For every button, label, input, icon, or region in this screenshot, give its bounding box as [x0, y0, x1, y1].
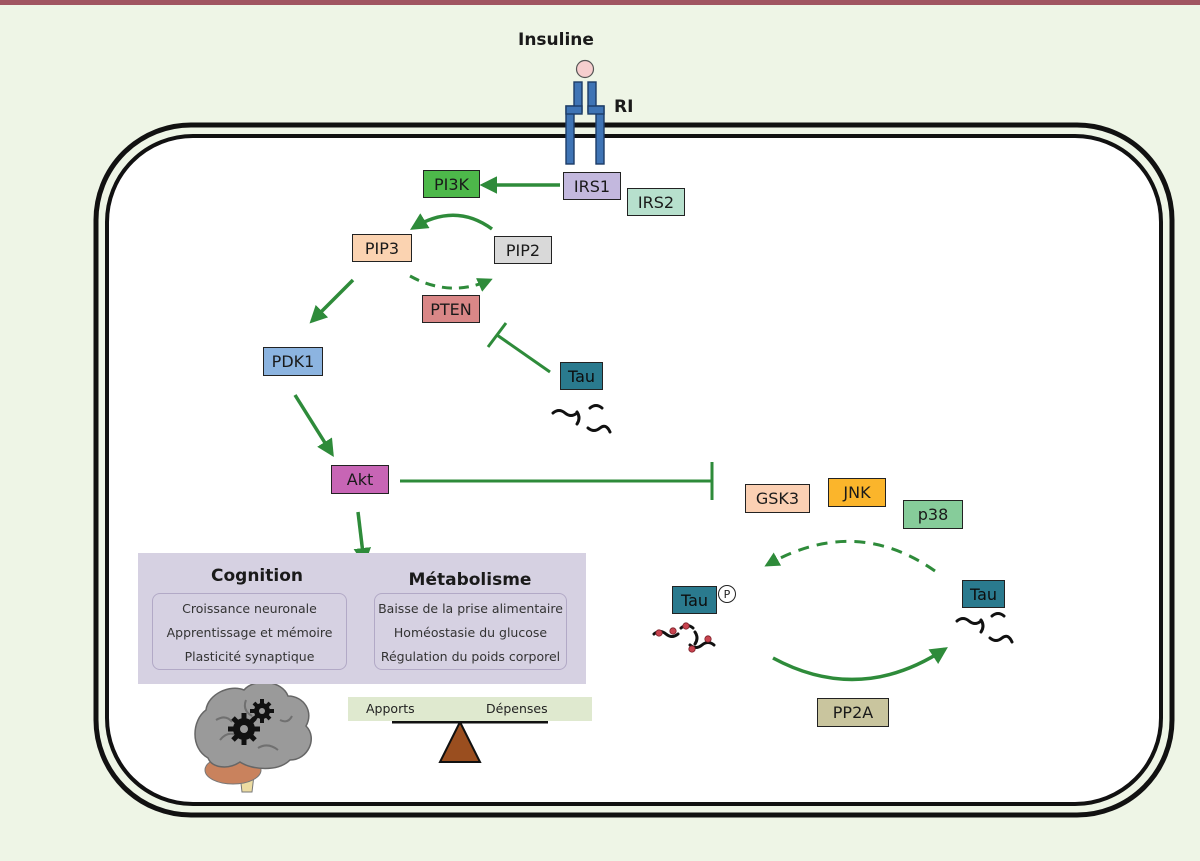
- balance-bar: Apports Dépenses: [348, 697, 592, 721]
- node-pip2: PIP2: [494, 236, 552, 264]
- balance-right-label: Dépenses: [486, 701, 548, 716]
- top-border: [0, 0, 1200, 5]
- cognition-title: Cognition: [211, 566, 303, 586]
- list-item: Croissance neuronale: [182, 601, 317, 616]
- node-akt: Akt: [331, 465, 389, 494]
- node-irs1: IRS1: [563, 172, 621, 200]
- node-pp2a: PP2A: [817, 698, 889, 727]
- node-pdk1: PDK1: [263, 347, 323, 376]
- arrow-pip2-pip3: [410, 213, 494, 231]
- cell-membrane-outer: [93, 122, 1175, 818]
- tau-filaments-right: [955, 612, 1014, 644]
- list-item: Baisse de la prise alimentaire: [378, 601, 563, 616]
- insulin-molecule: [575, 59, 595, 79]
- list-item: Apprentissage et mémoire: [166, 625, 333, 640]
- arrow-kinases-phosphorylate-tau: [764, 540, 936, 573]
- arrow-pip3-pdk1: [309, 278, 355, 324]
- insulin-receptor: [565, 81, 605, 165]
- list-item: Plasticité synaptique: [184, 649, 315, 664]
- arrow-pten-dephosphorylation: [409, 274, 493, 292]
- arrow-pp2a-dephosphorylate-tau: [772, 647, 948, 682]
- arrow-pdk1-akt: [293, 394, 334, 457]
- node-p38: p38: [903, 500, 963, 529]
- node-tau-phosphorylated: Tau: [672, 586, 717, 614]
- tau-filaments-top: [551, 404, 612, 434]
- receptor-label: RI: [614, 97, 634, 117]
- node-jnk: JNK: [828, 478, 886, 507]
- phosphate-mark: P: [718, 585, 736, 603]
- list-item: Homéostasie du glucose: [393, 625, 548, 640]
- balance-left-label: Apports: [366, 701, 415, 716]
- inhibition-akt-kinases: [400, 462, 714, 500]
- gear-icon: [228, 699, 274, 745]
- list-item: Régulation du poids corporel: [380, 649, 561, 664]
- node-gsk3: GSK3: [745, 484, 810, 513]
- functions-panel: Cognition Métabolisme Croissance neurona…: [138, 553, 586, 684]
- metabolism-title: Métabolisme: [408, 570, 532, 590]
- cognition-list: Croissance neuronale Apprentissage et mé…: [152, 593, 347, 670]
- node-tau-top: Tau: [560, 362, 603, 390]
- node-irs2: IRS2: [627, 188, 685, 216]
- tau-filaments-phosphorylated: [652, 622, 716, 653]
- metabolism-list: Baisse de la prise alimentaire Homéostas…: [374, 593, 567, 670]
- balance-icon: [392, 719, 548, 763]
- inhibition-tau-pten: [486, 322, 551, 374]
- insulin-label: Insuline: [518, 30, 594, 50]
- node-pi3k: PI3K: [423, 170, 480, 198]
- node-pip3: PIP3: [352, 234, 412, 262]
- node-tau-right: Tau: [962, 580, 1005, 608]
- node-pten: PTEN: [422, 295, 480, 323]
